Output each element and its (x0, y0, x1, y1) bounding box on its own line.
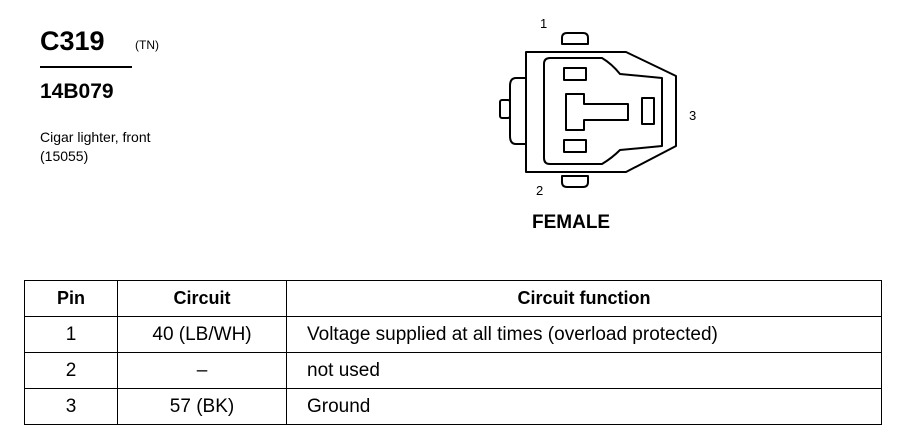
pin-table-header: Pin Circuit Circuit function (24, 280, 882, 317)
connector-gender: FEMALE (532, 212, 611, 233)
connector-id: C319 (40, 26, 105, 56)
connector-code: (TN) (135, 38, 159, 52)
row-pin: 3 (24, 388, 118, 425)
row-pin: 2 (24, 352, 118, 389)
center-key (565, 93, 629, 131)
header-circuit: Circuit (117, 280, 287, 317)
row-pin: 1 (24, 316, 118, 353)
row-circuit: 40 (LB/WH) (117, 316, 287, 353)
connector-diagram: 1 2 3 (499, 16, 696, 198)
side-lock-nub (499, 99, 511, 119)
part-number: 14B079 (40, 80, 114, 103)
table-row: 3 57 (BK) Ground (24, 388, 882, 425)
row-function: Ground (286, 388, 882, 425)
row-function: not used (286, 352, 882, 389)
top-latch-tab (561, 32, 589, 45)
row-function: Voltage supplied at all times (overload … (286, 316, 882, 353)
connector-description: Cigar lighter, front (15055) (40, 128, 151, 166)
description-line-2: (15055) (40, 148, 89, 164)
table-row: 1 40 (LB/WH) Voltage supplied at all tim… (24, 316, 882, 353)
side-lock (509, 77, 527, 145)
pin-table: Pin Circuit Circuit function 1 40 (LB/WH… (24, 280, 882, 425)
terminal-1-slot (563, 67, 587, 81)
bottom-latch-tab (561, 175, 589, 188)
pin-label-2: 2 (536, 183, 543, 198)
table-row: 2 – not used (24, 352, 882, 389)
header-circuit-function: Circuit function (286, 280, 882, 317)
pin-label-1: 1 (540, 16, 547, 31)
terminal-3-slot (641, 97, 655, 125)
row-circuit: – (117, 352, 287, 389)
terminal-2-slot (563, 139, 587, 153)
row-circuit: 57 (BK) (117, 388, 287, 425)
pin-label-3: 3 (689, 108, 696, 123)
header-pin: Pin (24, 280, 118, 317)
description-line-1: Cigar lighter, front (40, 129, 151, 145)
title-underline (40, 66, 132, 68)
